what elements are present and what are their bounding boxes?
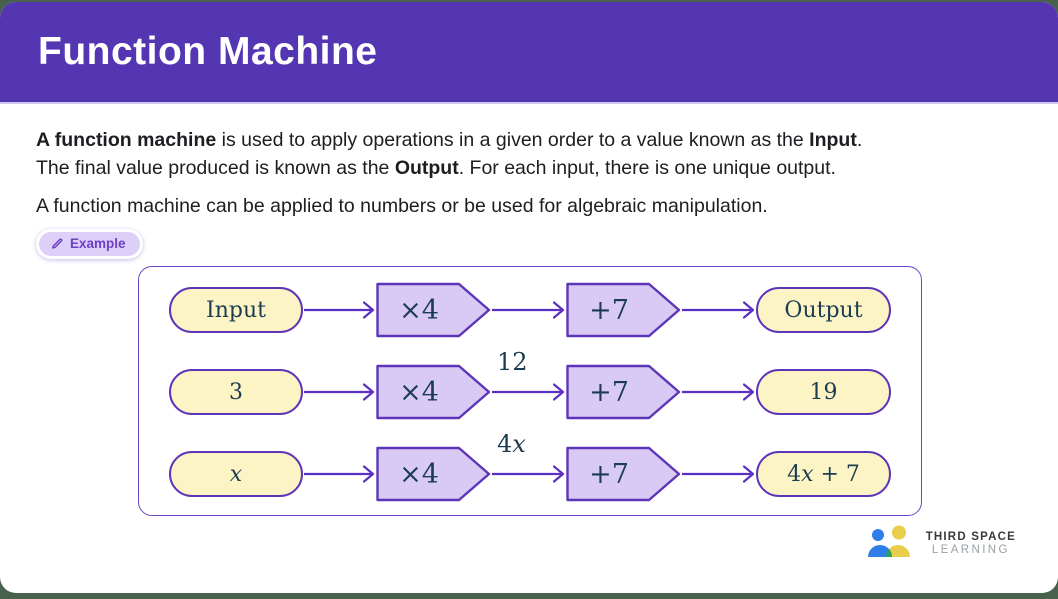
operation-shape: ×4 — [376, 364, 491, 420]
intro-text: is used to apply operations in a given o… — [216, 129, 810, 151]
intermediate-value: 4x — [497, 430, 526, 458]
arrow-icon — [304, 301, 375, 319]
arrow-icon — [304, 465, 375, 483]
arrow-with-label: 4x — [491, 430, 566, 486]
pencil-icon — [51, 238, 63, 249]
function-machine-diagram: Input ×4 +7 Output 3 — [138, 266, 922, 516]
logo-icon — [867, 525, 910, 557]
second-paragraph: A function machine can be applied to num… — [36, 195, 768, 217]
intro-text: . For each input, there is one unique ou… — [458, 157, 836, 179]
example-badge-label: Example — [70, 236, 126, 251]
input-pill: Input — [169, 287, 303, 333]
page-header: Function Machine — [0, 2, 1058, 104]
content-area: A function machine is used to apply oper… — [0, 126, 1058, 516]
intro-text: The final value produced is known as the — [36, 157, 395, 179]
arrow-icon — [492, 383, 565, 401]
arrow-with-label — [491, 298, 566, 322]
output-pill: 4x + 7 — [756, 451, 891, 497]
page-title: Function Machine — [38, 30, 378, 73]
arrow-icon — [492, 465, 565, 483]
arrow-icon — [682, 465, 755, 483]
arrow-with-label: 12 — [491, 348, 566, 404]
third-space-learning-logo: THIRD SPACE LEARNING — [866, 525, 1016, 561]
input-pill: x — [169, 451, 303, 497]
logo-line1: THIRD SPACE — [925, 530, 1016, 543]
intro-text: . — [856, 129, 863, 151]
operation-shape: ×4 — [376, 282, 491, 338]
intro-text: A function machine — [36, 129, 217, 151]
intermediate-value: 12 — [497, 348, 528, 376]
operation-shape: ×4 — [376, 446, 491, 502]
operation-shape: +7 — [566, 446, 681, 502]
arrow-icon — [682, 383, 755, 401]
operation-shape: +7 — [566, 364, 681, 420]
arrow-icon — [492, 301, 565, 319]
intro-text: Output — [394, 157, 459, 179]
logo-line2: LEARNING — [931, 543, 1010, 556]
output-pill: Output — [756, 287, 891, 333]
operation-shape: +7 — [566, 282, 681, 338]
intro-paragraph: A function machine is used to apply oper… — [36, 126, 1022, 182]
output-pill: 19 — [756, 369, 891, 415]
arrow-icon — [304, 383, 375, 401]
intro-text: Input — [809, 129, 857, 151]
machine-row: Input ×4 +7 Output — [139, 269, 921, 351]
example-badge[interactable]: Example — [36, 229, 143, 259]
arrow-icon — [682, 301, 755, 319]
machine-row: 3 ×4 12 +7 19 — [139, 348, 921, 433]
machine-row: x ×4 4x +7 4x + 7 — [139, 430, 921, 515]
input-pill: 3 — [169, 369, 303, 415]
